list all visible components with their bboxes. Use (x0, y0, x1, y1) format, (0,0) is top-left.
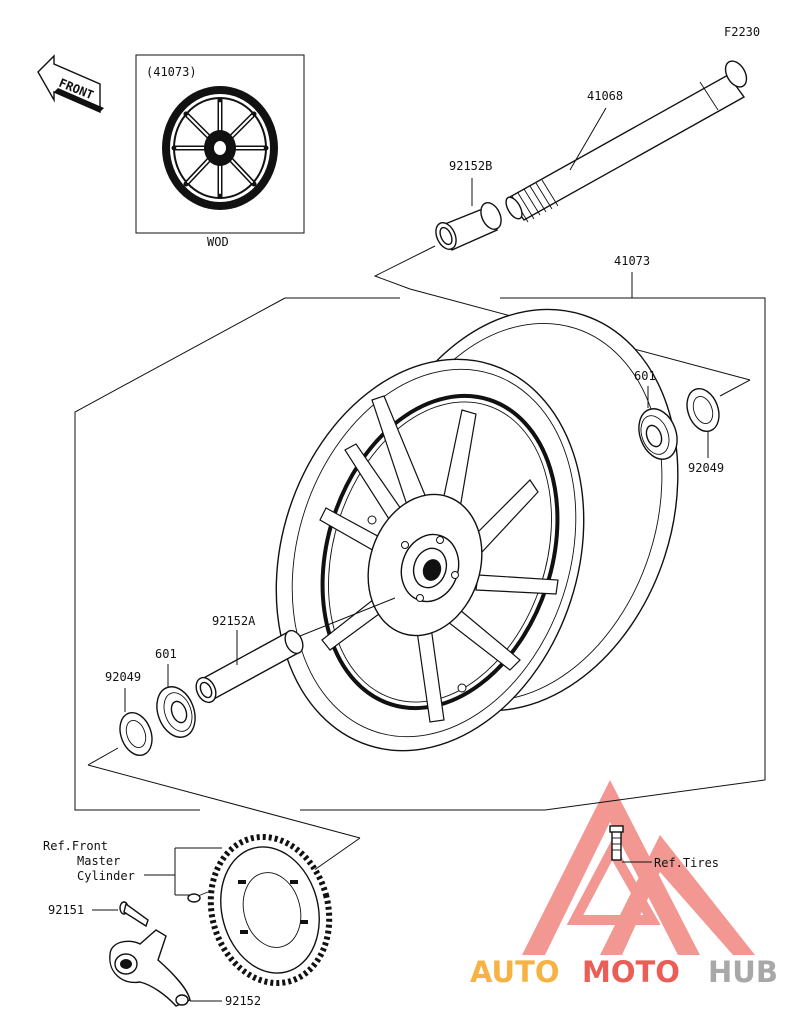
inset-wheel-icon (162, 86, 278, 210)
ref-master-line2: Master (77, 854, 120, 868)
label-601-right: 601 (634, 369, 656, 383)
label-92151: 92151 (48, 903, 84, 917)
axle-41068 (505, 60, 748, 223)
label-41073: 41073 (614, 254, 650, 268)
diagram-code: F2230 (724, 25, 760, 39)
front-arrow-icon: FRONT (37, 54, 104, 114)
screw-icon (187, 891, 209, 903)
ref-master-line3: Cylinder (77, 869, 135, 883)
valve-stem-icon (609, 825, 624, 861)
inset-ref: (41073) (146, 65, 197, 79)
label-92152b: 92152B (449, 159, 492, 173)
bolt-92151 (119, 901, 149, 928)
watermark-logo (522, 780, 755, 955)
label-92152a: 92152A (212, 614, 256, 628)
main-wheel (275, 308, 679, 752)
inset-box: (41073) WOD (135, 54, 305, 249)
watermark-part2: MOTO (582, 955, 680, 989)
seal-92049-left (119, 711, 153, 757)
label-41068: 41068 (587, 89, 623, 103)
watermark-text: AUTO MOTO HUB (470, 955, 778, 989)
ref-master-bracket (144, 847, 222, 896)
bearing-601-left (156, 686, 196, 738)
label-601-left: 601 (155, 647, 177, 661)
label-92049-right: 92049 (688, 461, 724, 475)
sensor-bracket-92152 (109, 929, 191, 1007)
collar-92152a (195, 629, 304, 704)
seal-92049-right (686, 387, 720, 433)
collar-92152b (435, 202, 502, 251)
ref-master-line1: Ref.Front (43, 839, 108, 853)
sensor-rotor (207, 833, 333, 987)
inset-caption: WOD (207, 235, 229, 249)
watermark-part1: AUTO (470, 955, 560, 989)
ref-tires: Ref.Tires (654, 856, 719, 870)
watermark-part3: HUB (708, 955, 778, 989)
label-92152: 92152 (225, 994, 261, 1008)
bearing-601-right (638, 408, 678, 460)
label-92049-left: 92049 (105, 670, 141, 684)
